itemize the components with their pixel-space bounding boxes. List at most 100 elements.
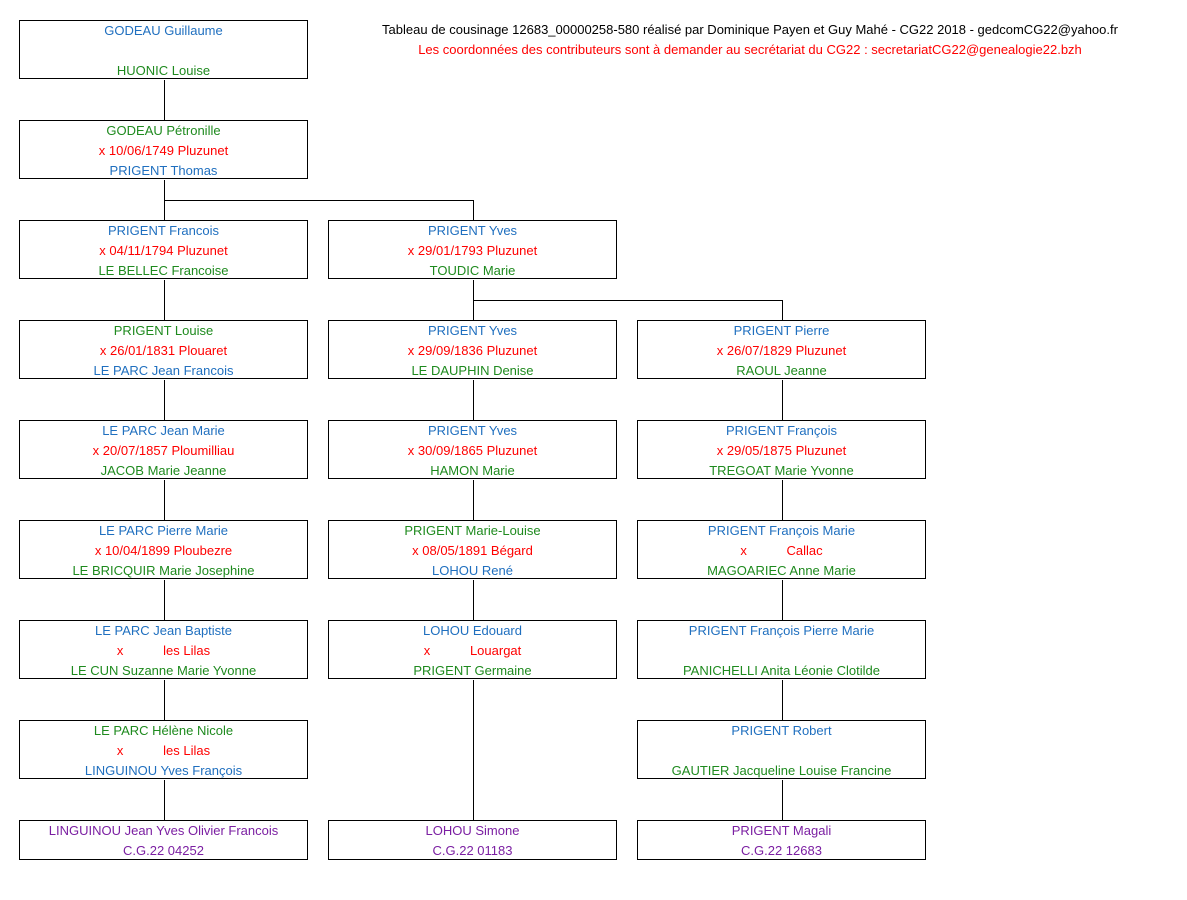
person-name: LE PARC Jean Baptiste: [94, 623, 233, 638]
connector: [473, 480, 474, 520]
marriage-info: x 29/05/1875 Pluzunet: [716, 443, 847, 458]
spouse-name: LE DAUPHIN Denise: [411, 363, 534, 378]
connector: [164, 200, 474, 201]
connector: [164, 480, 165, 520]
spouse-name: LE CUN Suzanne Marie Yvonne: [70, 663, 257, 678]
person-name: LE PARC Pierre Marie: [98, 523, 229, 538]
connector: [473, 380, 474, 420]
person-box: PRIGENT François x 29/05/1875 Pluzunet T…: [637, 420, 926, 479]
header-title: Tableau de cousinage 12683_00000258-580 …: [382, 22, 1118, 37]
person-box: PRIGENT Robert GAUTIER Jacqueline Louise…: [637, 720, 926, 779]
connector: [782, 780, 783, 820]
person-name: LE PARC Hélène Nicole: [93, 723, 234, 738]
person-box: PRIGENT François Marie x Callac MAGOARIE…: [637, 520, 926, 579]
spouse-name: HUONIC Louise: [116, 63, 211, 78]
person-box: LE PARC Hélène Nicole x les Lilas LINGUI…: [19, 720, 308, 779]
person-box: PRIGENT Pierre x 26/07/1829 Pluzunet RAO…: [637, 320, 926, 379]
connector: [164, 680, 165, 720]
person-name: PRIGENT François: [725, 423, 837, 438]
connector: [164, 280, 165, 320]
connector: [473, 680, 474, 820]
person-box: GODEAU Pétronille x 10/06/1749 Pluzunet …: [19, 120, 308, 179]
spouse-name: PANICHELLI Anita Léonie Clotilde: [682, 663, 881, 678]
spouse-name: JACOB Marie Jeanne: [100, 463, 227, 478]
connector: [164, 780, 165, 820]
marriage-info: x 04/11/1794 Pluzunet: [99, 243, 228, 258]
person-box: PRIGENT Yves x 29/09/1836 Pluzunet LE DA…: [328, 320, 617, 379]
person-box: PRIGENT François Pierre Marie PANICHELLI…: [637, 620, 926, 679]
spouse-name: LE BELLEC Francoise: [98, 263, 229, 278]
person-name: PRIGENT François Pierre Marie: [688, 623, 875, 638]
person-name: PRIGENT Magali: [731, 823, 832, 838]
person-name: LE PARC Jean Marie: [102, 423, 225, 438]
connector: [782, 300, 783, 320]
marriage-info: x 10/06/1749 Pluzunet: [98, 143, 229, 158]
spouse-name: LE BRICQUIR Marie Josephine: [72, 563, 255, 578]
marriage-info: x 29/01/1793 Pluzunet: [407, 243, 538, 258]
connector: [473, 580, 474, 620]
header-contact: Les coordonnées des contributeurs sont à…: [418, 42, 1082, 57]
person-name: PRIGENT Yves: [427, 423, 518, 438]
header: Tableau de cousinage 12683_00000258-580 …: [330, 20, 1170, 60]
marriage-info: x 26/01/1831 Plouaret: [99, 343, 228, 358]
marriage-info: x 29/09/1836 Pluzunet: [407, 343, 538, 358]
person-box: PRIGENT Louise x 26/01/1831 Plouaret LE …: [19, 320, 308, 379]
spouse-name: PRIGENT Germaine: [413, 663, 532, 678]
spouse-name: MAGOARIEC Anne Marie: [707, 563, 856, 578]
person-name: GODEAU Guillaume: [104, 23, 223, 38]
person-name: PRIGENT Louise: [113, 323, 214, 338]
person-box: LOHOU Edouard x Louargat PRIGENT Germain…: [328, 620, 617, 679]
connector: [782, 680, 783, 720]
spouse-name: HAMON Marie: [430, 463, 515, 478]
marriage-info: x 26/07/1829 Pluzunet: [716, 343, 847, 358]
marriage-info: x 30/09/1865 Pluzunet: [407, 443, 538, 458]
spouse-name: LE PARC Jean Francois: [93, 363, 234, 378]
person-box: LE PARC Jean Marie x 20/07/1857 Ploumill…: [19, 420, 308, 479]
spouse-name: PRIGENT Thomas: [109, 163, 218, 178]
person-box: PRIGENT Marie-Louise x 08/05/1891 Bégard…: [328, 520, 617, 579]
spouse-name: RAOUL Jeanne: [736, 363, 827, 378]
marriage-info: x les Lilas: [116, 743, 211, 758]
marriage-info: x 08/05/1891 Bégard: [412, 543, 533, 558]
connector: [782, 580, 783, 620]
person-box: PRIGENT Francois x 04/11/1794 Pluzunet L…: [19, 220, 308, 279]
person-box: GODEAU Guillaume HUONIC Louise: [19, 20, 308, 79]
connector: [782, 480, 783, 520]
marriage-info: x 10/04/1899 Ploubezre: [94, 543, 233, 558]
person-box: PRIGENT Yves x 30/09/1865 Pluzunet HAMON…: [328, 420, 617, 479]
member-code: C.G.22 01183: [432, 843, 513, 858]
connector: [473, 300, 783, 301]
person-name: PRIGENT Pierre: [733, 323, 830, 338]
person-name: PRIGENT Yves: [427, 223, 518, 238]
person-name: PRIGENT Marie-Louise: [404, 523, 541, 538]
marriage-info: x 20/07/1857 Ploumilliau: [92, 443, 235, 458]
person-box: LE PARC Pierre Marie x 10/04/1899 Ploube…: [19, 520, 308, 579]
spouse-name: TOUDIC Marie: [429, 263, 516, 278]
marriage-info: x Louargat: [423, 643, 522, 658]
descendant-box: PRIGENT Magali C.G.22 12683: [637, 820, 926, 860]
member-code: C.G.22 04252: [123, 843, 204, 858]
spouse-name: GAUTIER Jacqueline Louise Francine: [671, 763, 892, 778]
spouse-name: LINGUINOU Yves François: [84, 763, 243, 778]
person-box: PRIGENT Yves x 29/01/1793 Pluzunet TOUDI…: [328, 220, 617, 279]
marriage-info: x les Lilas: [116, 643, 211, 658]
connector: [473, 200, 474, 220]
person-name: LOHOU Simone: [425, 823, 520, 838]
person-box: LE PARC Jean Baptiste x les Lilas LE CUN…: [19, 620, 308, 679]
connector: [164, 580, 165, 620]
connector: [164, 380, 165, 420]
connector: [782, 380, 783, 420]
person-name: LINGUINOU Jean Yves Olivier Francois: [48, 823, 279, 838]
person-name: PRIGENT Yves: [427, 323, 518, 338]
person-name: PRIGENT Robert: [731, 723, 832, 738]
spouse-name: TREGOAT Marie Yvonne: [709, 463, 854, 478]
person-name: GODEAU Pétronille: [106, 123, 221, 138]
spouse-name: LOHOU René: [432, 563, 513, 578]
person-name: PRIGENT Francois: [107, 223, 219, 238]
connector: [164, 80, 165, 120]
descendant-box: LOHOU Simone C.G.22 01183: [328, 820, 617, 860]
member-code: C.G.22 12683: [741, 843, 822, 858]
descendant-box: LINGUINOU Jean Yves Olivier Francois C.G…: [19, 820, 308, 860]
person-name: PRIGENT François Marie: [707, 523, 856, 538]
marriage-info: x Callac: [740, 543, 823, 558]
